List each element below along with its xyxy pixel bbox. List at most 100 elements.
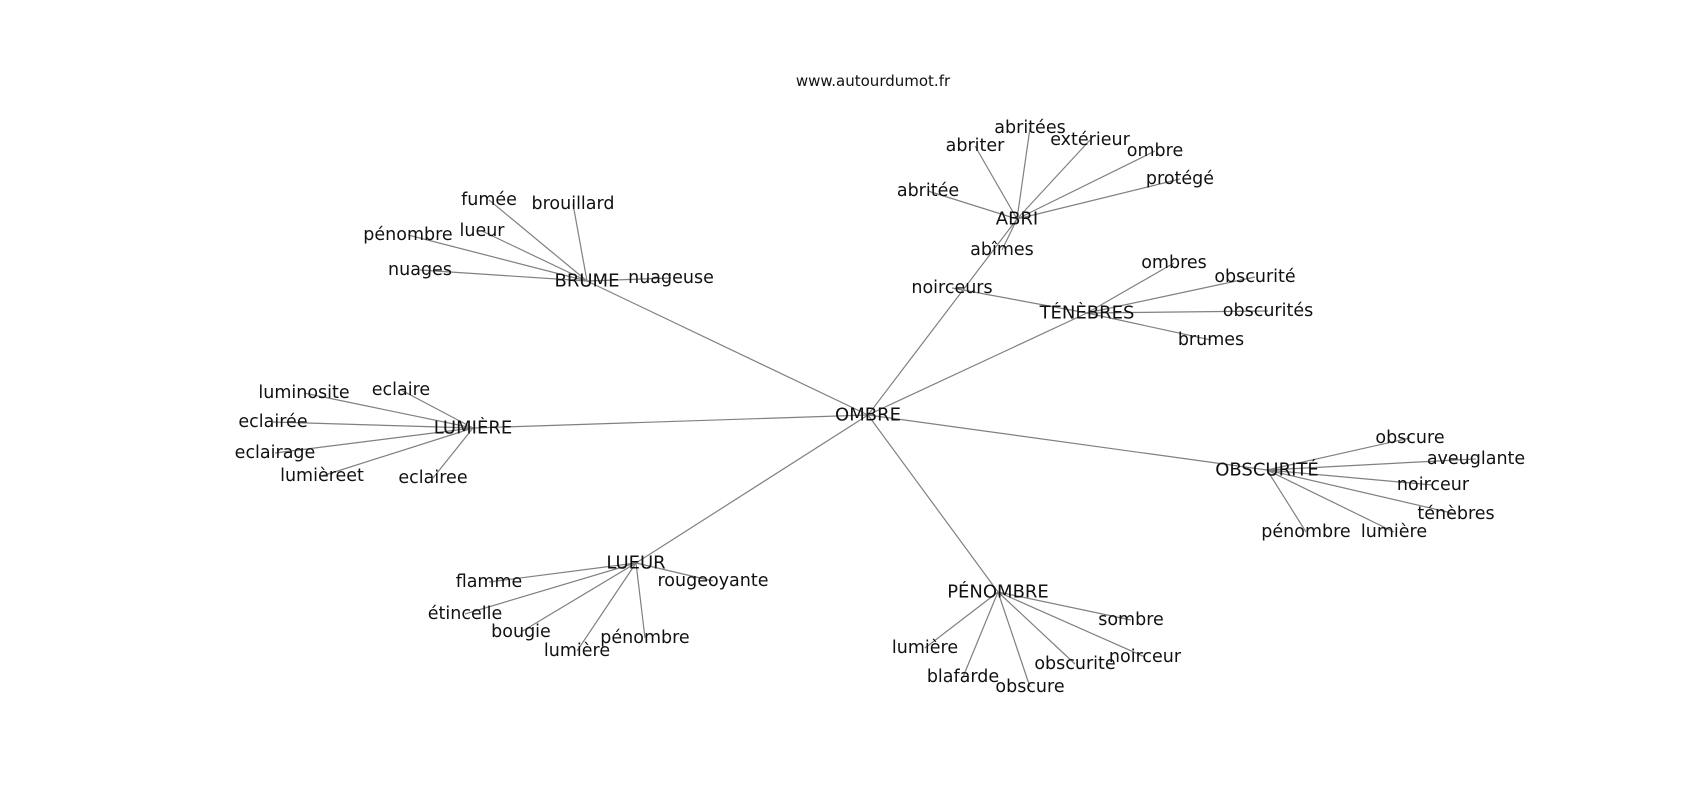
edge-hub-to-word xyxy=(432,427,474,479)
leaf-node-label: rougeoyante xyxy=(658,571,769,591)
edge-hub-to-word xyxy=(997,591,1132,621)
edge-hub-to-word xyxy=(997,591,1146,658)
leaf-node-label: brumes xyxy=(1178,330,1244,350)
leaf-node-label: eclairée xyxy=(238,412,307,432)
leaf-node-label: luminosite xyxy=(258,383,349,403)
edge-hub-to-word xyxy=(1266,469,1395,533)
leaf-node-label: pénombre xyxy=(363,225,452,245)
edge-hub-to-word xyxy=(572,203,588,282)
edge-hub-to-word xyxy=(407,234,588,282)
edge-hub-to-word xyxy=(1266,469,1457,515)
edge-hub-to-word xyxy=(1016,150,1156,220)
leaf-node-label: pénombre xyxy=(1261,522,1350,542)
edge-hub-to-word xyxy=(1266,437,1411,471)
leaf-node-label: obscurite xyxy=(1034,654,1115,674)
edge-hub-to-word xyxy=(576,562,637,652)
edge-center-to-hub xyxy=(867,414,1268,471)
edge-hub-to-word xyxy=(274,427,474,454)
leaf-node-label: étincelle xyxy=(428,604,502,624)
leaf-node-label: obscurité xyxy=(1214,267,1295,287)
edge-hub-to-word xyxy=(488,562,637,583)
leaf-node-label: obscurités xyxy=(1223,301,1313,321)
leaf-node-label: lueur xyxy=(459,221,505,241)
leaf-node-label: obscure xyxy=(995,677,1064,697)
leaf-node-label: lumièreet xyxy=(280,466,364,486)
leaf-node-label: obscure xyxy=(1375,428,1444,448)
edge-hub-to-word xyxy=(586,277,672,282)
edge-hub-to-word xyxy=(927,190,1018,220)
leaf-node-label: bougie xyxy=(491,622,551,642)
edge-hub-to-word xyxy=(303,392,474,429)
edge-hub-to-word xyxy=(1001,218,1018,251)
leaf-node-label: noirceur xyxy=(1109,647,1182,667)
edge-hub-to-word xyxy=(400,389,474,429)
edge-hub-to-word xyxy=(1266,469,1434,486)
edge-hub-to-word xyxy=(321,427,474,477)
edge-hub-to-word xyxy=(1266,458,1477,471)
edge-center-to-hub xyxy=(586,280,869,416)
edge-center-to-hub xyxy=(867,312,1088,416)
edge-hub-to-word xyxy=(1086,310,1269,314)
leaf-node-label: abritée xyxy=(897,181,959,201)
hub-node-label: PÉNOMBRE xyxy=(947,581,1049,603)
center-node-label: OMBRE xyxy=(835,405,901,426)
hub-node-label: TÉNÈBRES xyxy=(1039,302,1135,324)
leaf-node-label: lumière xyxy=(1361,522,1427,542)
leaf-node-label: eclaire xyxy=(372,380,430,400)
leaf-node-label: lumière xyxy=(544,641,610,661)
edge-hub-to-word xyxy=(419,269,588,282)
edge-hub-to-word xyxy=(520,562,637,633)
edge-center-to-hub xyxy=(867,218,1018,416)
leaf-node-label: abritées xyxy=(994,118,1065,138)
leaf-node-label: aveuglante xyxy=(1427,449,1525,469)
edge-hub-to-word xyxy=(951,287,1088,314)
leaf-node-label: nuageuse xyxy=(628,268,714,288)
edge-hub-to-word xyxy=(464,562,637,615)
leaf-node-label: flamme xyxy=(456,572,523,592)
leaf-node-label: fumée xyxy=(461,190,517,210)
hub-node-label: BRUME xyxy=(555,271,620,292)
leaf-node-label: lumière xyxy=(892,638,958,658)
edge-hub-to-word xyxy=(635,562,646,639)
leaf-node-label: abriter xyxy=(946,136,1006,156)
leaf-node-label: abîmes xyxy=(970,240,1034,260)
leaf-node-label: protégé xyxy=(1146,169,1214,189)
leaf-node-label: blafarde xyxy=(927,667,999,687)
edge-hub-to-word xyxy=(997,591,1031,688)
edge-hub-to-word xyxy=(974,145,1018,220)
edge-center-to-hub xyxy=(472,414,869,429)
edge-hub-to-word xyxy=(962,591,999,678)
edge-hub-to-word xyxy=(1266,469,1307,533)
hub-node-label: ABRI xyxy=(996,209,1038,230)
leaf-node-label: brouillard xyxy=(531,194,614,214)
edge-hub-to-word xyxy=(1016,178,1181,220)
edge-hub-to-word xyxy=(1086,312,1212,341)
edge-hub-to-word xyxy=(1016,139,1091,220)
leaf-node-label: ombre xyxy=(1127,141,1183,161)
hub-node-label: LUMIÈRE xyxy=(434,417,512,439)
edge-hub-to-word xyxy=(481,230,588,282)
edge-hub-to-word xyxy=(635,562,714,582)
edge-hub-to-word xyxy=(1016,127,1031,220)
leaf-node-label: sombre xyxy=(1098,610,1164,630)
leaf-node-label: ombres xyxy=(1141,253,1207,273)
hub-node-label: LUEUR xyxy=(606,553,665,574)
edge-hub-to-word xyxy=(1086,262,1175,314)
edge-hub-to-word xyxy=(924,591,999,649)
leaf-node-label: eclairee xyxy=(398,468,467,488)
leaf-node-label: noirceur xyxy=(1397,475,1470,495)
hub-node-label: OBSCURITÉ xyxy=(1215,459,1319,481)
edge-center-to-hub xyxy=(867,414,999,593)
leaf-node-label: nuages xyxy=(388,260,452,280)
leaf-node-label: eclairage xyxy=(235,443,316,463)
leaf-node-label: ténèbres xyxy=(1417,504,1494,524)
leaf-node-label: pénombre xyxy=(600,628,689,648)
leaf-node-label: extérieur xyxy=(1050,130,1130,150)
edge-hub-to-word xyxy=(1086,276,1256,314)
edge-center-to-hub xyxy=(635,414,869,564)
edge-hub-to-word xyxy=(488,199,588,282)
site-credit: www.autourdumot.fr xyxy=(795,72,951,90)
edge-hub-to-word xyxy=(997,591,1076,665)
